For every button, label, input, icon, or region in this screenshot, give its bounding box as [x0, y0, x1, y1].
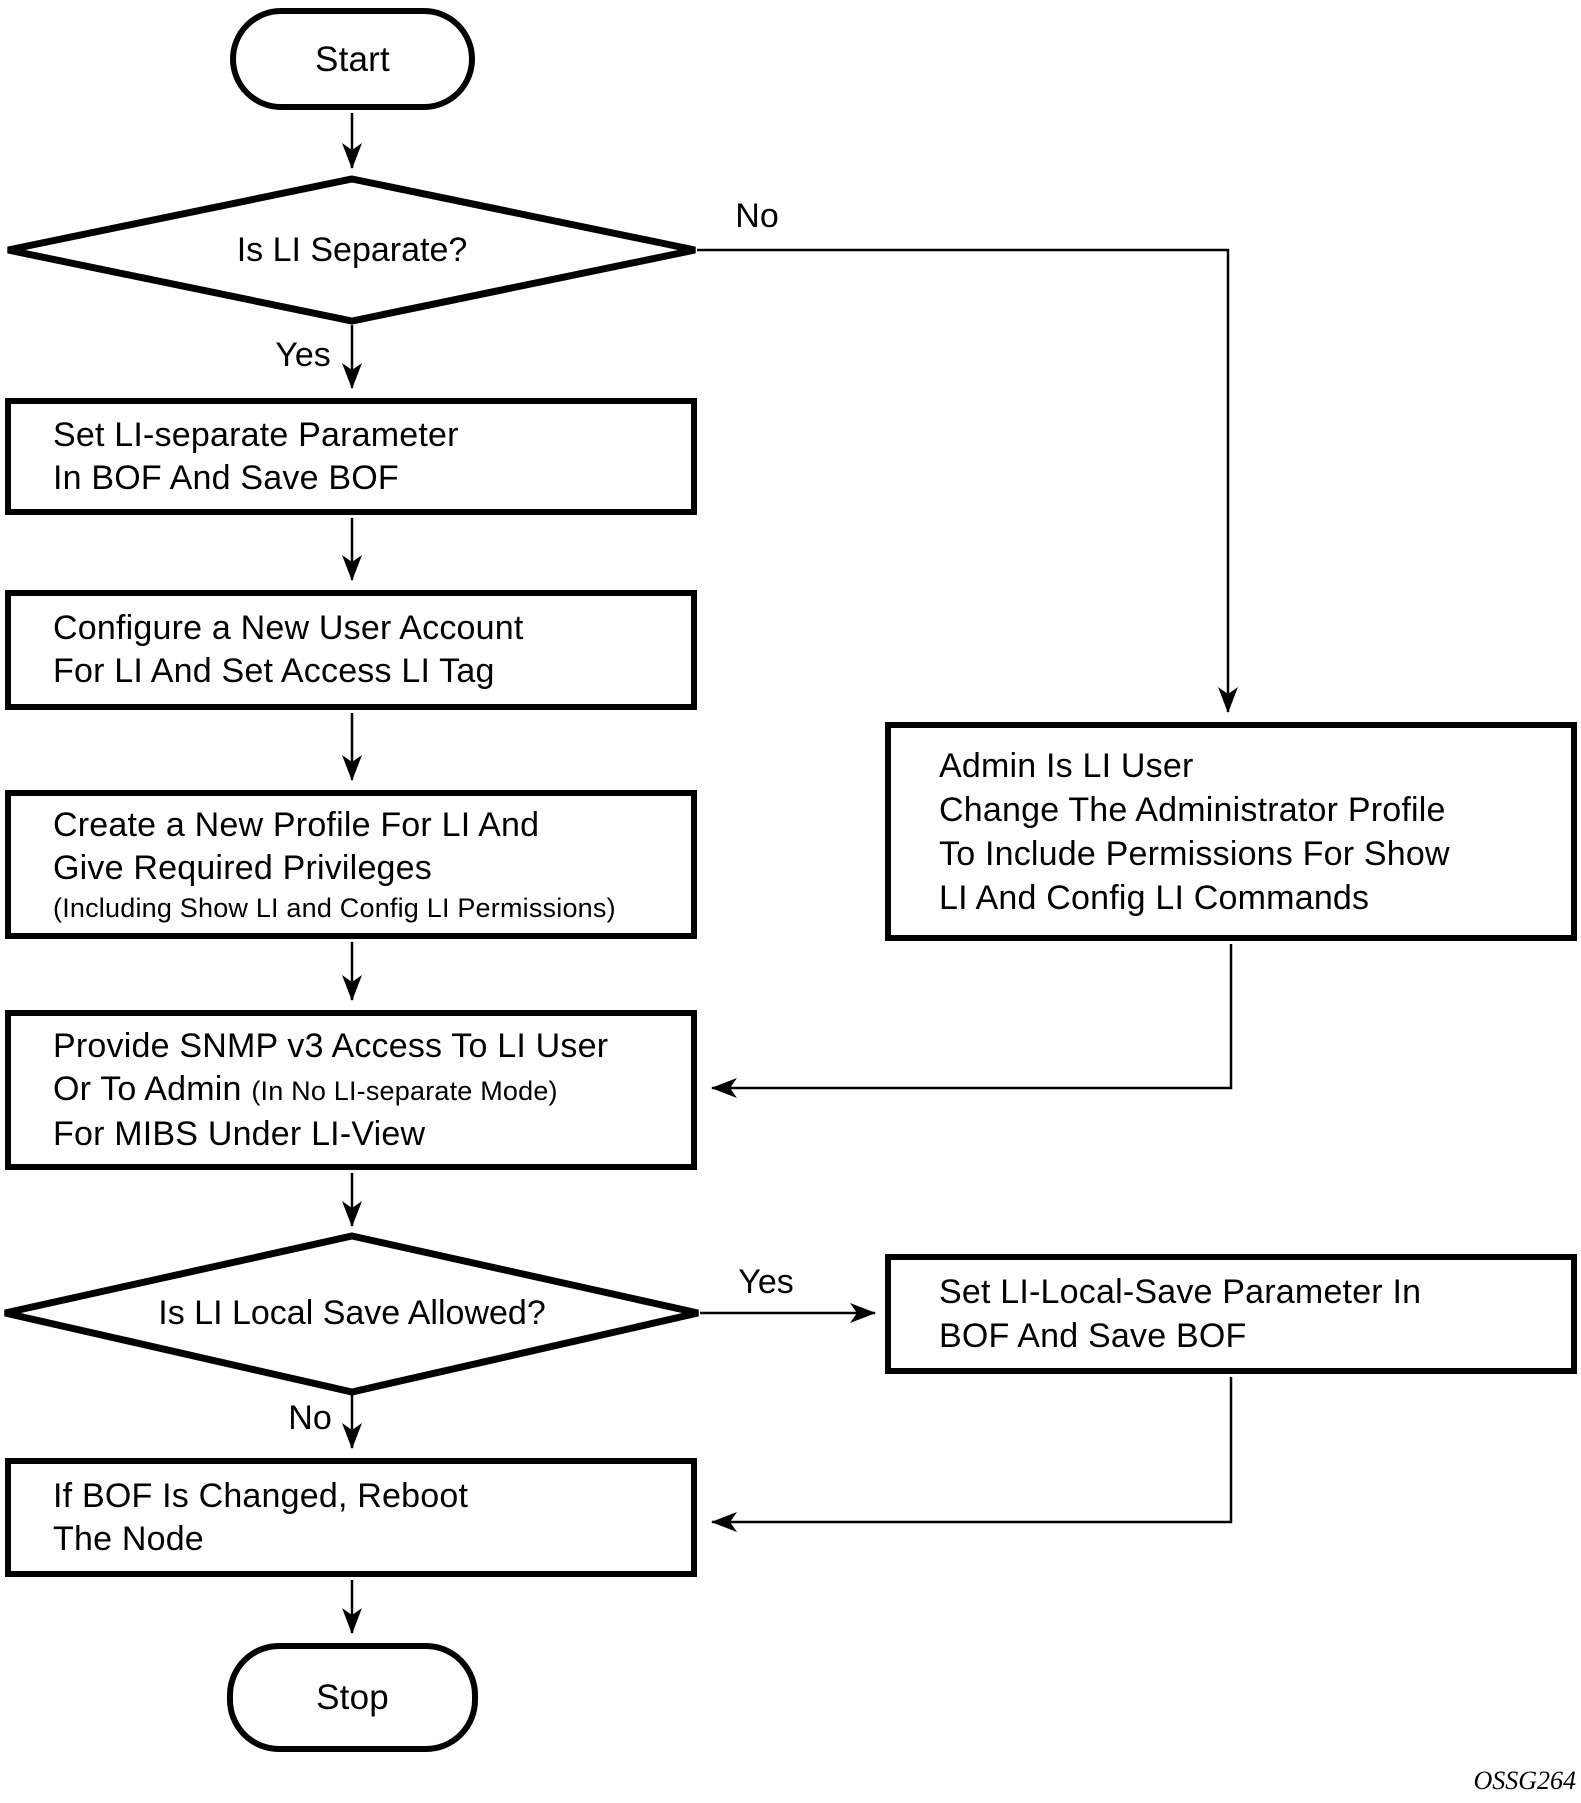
branch-label-yes-li-separate: Yes [275, 336, 331, 374]
process-line: For LI And Set Access LI Tag [53, 652, 495, 690]
process-line: Change The Administrator Profile [939, 790, 1446, 829]
edge-admin-to-provide-snmp [711, 944, 1233, 1098]
process-admin-is-li-user: Admin Is LI User Change The Administrato… [885, 722, 1577, 941]
stop-label: Stop [316, 1678, 389, 1717]
process-set-li-local-save: Set LI-Local-Save Parameter In BOF And S… [885, 1254, 1577, 1374]
process-line: Give Required Privileges [53, 848, 432, 887]
process-reboot-node: If BOF Is Changed, Reboot The Node [5, 1458, 697, 1577]
process-line: Set LI-Local-Save Parameter In [939, 1273, 1422, 1311]
process-line: If BOF Is Changed, Reboot [53, 1476, 469, 1515]
process-line: Create a New Profile For LI And [53, 805, 540, 844]
process-line: BOF And Save BOF [939, 1317, 1247, 1355]
decision-is-li-separate-shape [7, 175, 696, 325]
process-line-main: Or To Admin [53, 1069, 252, 1108]
process-line: For MIBS Under LI-View [53, 1114, 426, 1153]
branch-label-yes-local-save: Yes [738, 1263, 794, 1301]
process-line: Set LI-separate Parameter [53, 415, 459, 454]
process-create-new-profile: Create a New Profile For LI And Give Req… [5, 790, 697, 939]
branch-label-no-local-save: No [288, 1399, 332, 1437]
decision-is-li-local-save-allowed-label: Is LI Local Save Allowed? [158, 1294, 546, 1332]
process-line: Admin Is LI User [939, 746, 1194, 785]
process-line: In BOF And Save BOF [53, 458, 399, 497]
process-line: The Node [53, 1519, 204, 1558]
process-line: LI And Config LI Commands [939, 878, 1370, 917]
start-label: Start [315, 39, 390, 79]
edge-set-li-local-save-to-reboot [711, 1377, 1233, 1532]
decision-is-li-separate-label: Is LI Separate? [236, 231, 468, 269]
branch-label-no-li-separate: No [735, 197, 779, 235]
process-note: (Including Show LI and Config LI Permiss… [53, 892, 616, 923]
edge-decision1-no-to-admin [697, 248, 1238, 713]
process-configure-user-account: Configure a New User Account For LI And … [5, 590, 697, 710]
stop-terminal: Stop [227, 1643, 478, 1752]
process-line-note: (In No LI-separate Mode) [251, 1075, 558, 1106]
start-terminal: Start [230, 8, 475, 110]
decision-is-li-local-save-allowed-shape [4, 1232, 699, 1396]
process-line: To Include Permissions For Show [939, 834, 1450, 873]
figure-code: OSSG264 [1473, 1766, 1576, 1795]
process-provide-snmp-access: Provide SNMP v3 Access To LI User Or To … [5, 1010, 697, 1170]
process-line: Or To Admin (In No LI-separate Mode) [53, 1068, 681, 1113]
process-line: Provide SNMP v3 Access To LI User [53, 1026, 609, 1065]
process-set-li-separate: Set LI-separate Parameter In BOF And Sav… [5, 398, 697, 515]
process-line: Configure a New User Account [53, 609, 524, 647]
